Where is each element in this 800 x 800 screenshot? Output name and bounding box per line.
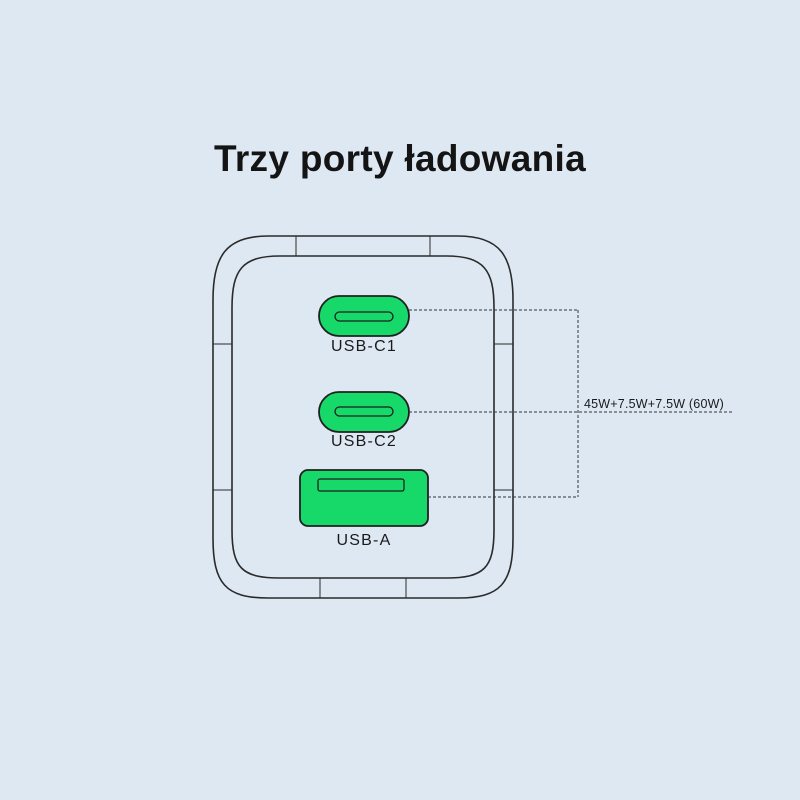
usb-c2-label: USB-C2 (331, 433, 397, 450)
usb-c1-label: USB-C1 (331, 338, 397, 355)
charger-body (212, 235, 514, 599)
usb-a-label: USB-A (336, 532, 392, 549)
page-title: Trzy porty ładowania (214, 138, 586, 179)
usb-a-port (299, 469, 429, 527)
leader-lines (409, 309, 734, 498)
charger-inner-outline (231, 255, 495, 579)
usb-c2-port (318, 391, 410, 433)
usb-c1-port (318, 295, 410, 337)
charger-outer-outline (212, 235, 514, 599)
power-spec-label: 45W+7.5W+7.5W (60W) (584, 397, 724, 411)
